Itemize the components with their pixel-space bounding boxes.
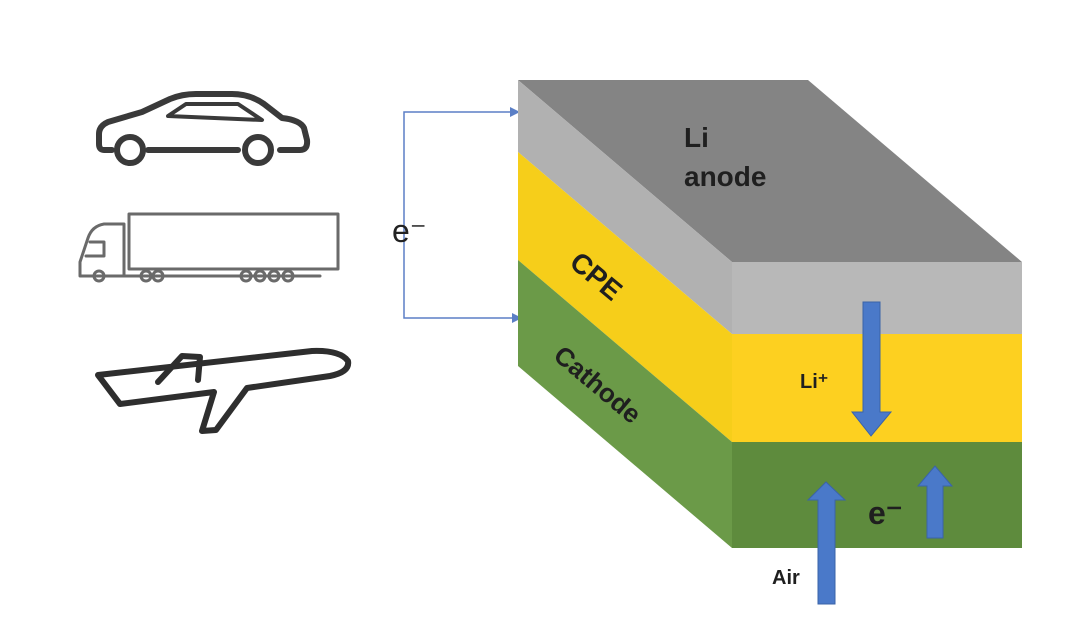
li-ion-label: Li⁺	[800, 371, 828, 393]
cathode-left-side	[518, 260, 732, 548]
battery-stack	[518, 80, 1022, 548]
anode-left-side	[518, 80, 732, 334]
anode-label-line1: Li	[684, 122, 709, 153]
car-icon	[96, 91, 311, 166]
cpe-left-side	[518, 152, 732, 442]
external-wire	[403, 107, 522, 323]
anode-top-face	[518, 80, 1022, 262]
wire-from-cathode	[403, 258, 522, 323]
li-ion-arrow	[850, 301, 893, 437]
cathode-electron-label: e⁻	[868, 495, 903, 531]
wire-to-anode	[403, 107, 520, 258]
air-arrow	[806, 481, 847, 605]
anode-label-line2: anode	[684, 161, 766, 192]
wire-electron-label: e⁻	[392, 213, 427, 249]
air-label: Air	[772, 567, 800, 589]
truck-icon	[78, 212, 340, 283]
electron-up-arrow	[916, 465, 954, 539]
cathode-front-face	[732, 442, 1022, 548]
airplane-icon	[95, 347, 352, 434]
